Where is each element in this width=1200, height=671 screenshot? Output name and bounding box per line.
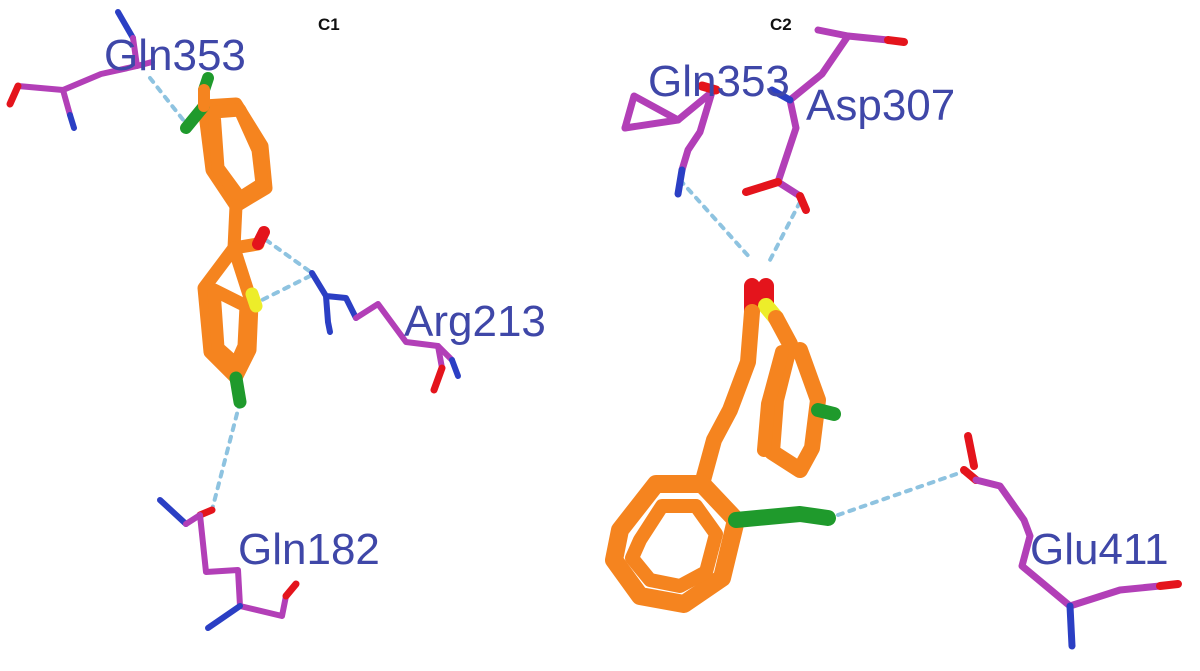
h-bond-arg213-sulfur	[250, 273, 314, 307]
h-bond-gln353-c1	[148, 76, 190, 128]
hydrogen-bonds-c1	[148, 76, 314, 512]
label-gln182: Gln182	[238, 525, 380, 574]
panel-label-c1: C1	[318, 15, 340, 34]
residue-gln353-c2	[621, 81, 721, 198]
residue-gln182	[157, 497, 300, 631]
residue-arg213	[309, 270, 461, 394]
label-gln353-c2: Gln353	[648, 57, 790, 106]
h-bond-arg213-oxygen	[264, 238, 314, 275]
panel-c2: C2 Gln353 Asp307 Glu411	[605, 15, 1182, 650]
label-arg213: Arg213	[404, 297, 546, 346]
h-bond-gln353-c2	[678, 178, 754, 262]
panel-label-c2: C2	[770, 15, 792, 34]
label-glu411: Glu411	[1030, 525, 1169, 574]
ligand-c2	[605, 278, 841, 613]
residue-asp307	[742, 26, 908, 214]
residue-gln353-c1	[6, 9, 155, 131]
h-bond-asp307	[768, 200, 802, 262]
panel-c1: C1 Gln353 Arg213 Gln182	[6, 9, 546, 631]
label-asp307: Asp307	[806, 81, 955, 130]
h-bond-glu411	[836, 468, 970, 517]
ligand-c1	[180, 72, 273, 409]
h-bond-gln182	[210, 400, 242, 512]
residue-glu411	[960, 432, 1182, 650]
hydrogen-bonds-c2	[678, 178, 970, 517]
label-gln353-c1: Gln353	[104, 31, 246, 80]
